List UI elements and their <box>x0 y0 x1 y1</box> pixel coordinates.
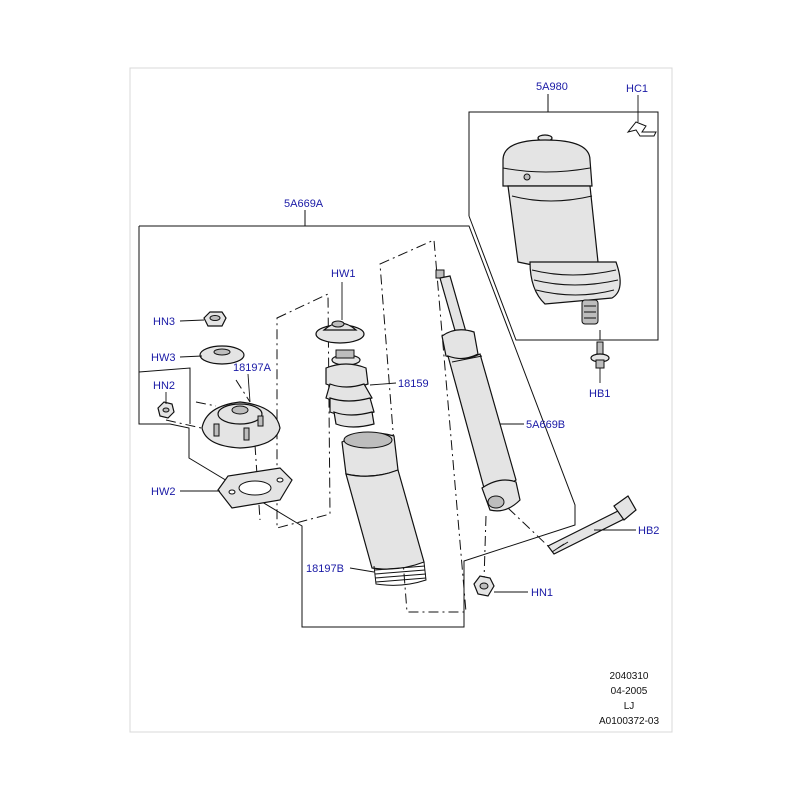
meta-date: 04-2005 <box>611 686 648 697</box>
label-hb1: HB1 <box>589 388 610 400</box>
bracket-5A980 <box>468 111 659 341</box>
label-18197a: 18197A <box>233 362 272 374</box>
meta-initials: LJ <box>624 701 635 712</box>
label-5a980: 5A980 <box>536 81 568 93</box>
hw2-gasket[interactable] <box>217 467 293 509</box>
bump-stop[interactable] <box>325 349 375 428</box>
dash-mount-left <box>165 419 211 431</box>
hn2-nut[interactable] <box>157 401 175 419</box>
shock-absorber[interactable] <box>435 269 521 512</box>
label-5a669a: 5A669A <box>284 198 324 210</box>
hw3-washer[interactable] <box>199 345 245 365</box>
bracket-5A669A <box>138 225 576 628</box>
label-hc1: HC1 <box>626 83 648 95</box>
label-hw3: HW3 <box>151 352 175 364</box>
label-hw1: HW1 <box>331 268 355 280</box>
dash-center-2 <box>254 444 261 521</box>
leader-18197b <box>349 567 375 573</box>
hn1-nut[interactable] <box>473 575 495 597</box>
label-hn1: HN1 <box>531 587 553 599</box>
bracket-hn3-stub <box>138 367 191 424</box>
hb1-bolt[interactable] <box>590 341 610 369</box>
leader-18197a <box>247 373 251 403</box>
label-hn3: HN3 <box>153 316 175 328</box>
dash-shock-nut <box>483 515 487 581</box>
dash-mount-right <box>195 401 217 407</box>
hw1-cap[interactable] <box>315 320 365 344</box>
dash-center-1 <box>235 379 251 403</box>
diagram-frame <box>129 67 673 733</box>
label-18159: 18159 <box>398 378 429 390</box>
leader-hw3 <box>179 355 203 358</box>
hb2-bolt[interactable] <box>547 495 637 555</box>
dust-boot[interactable] <box>341 431 427 586</box>
label-hb2: HB2 <box>638 525 659 537</box>
air-spring[interactable] <box>502 134 621 325</box>
dash-box-bumper <box>276 293 331 529</box>
label-hn2: HN2 <box>153 380 175 392</box>
label-18197b: 18197B <box>306 563 344 575</box>
meta-ref: A0100372-03 <box>599 716 659 727</box>
top-mount[interactable] <box>201 401 281 449</box>
leader-18159 <box>369 382 397 386</box>
hn3-nut[interactable] <box>203 311 227 327</box>
dash-shock-bolt <box>507 507 549 547</box>
label-5a669b: 5A669B <box>526 419 565 431</box>
meta-code: 2040310 <box>610 671 649 682</box>
label-hw2: HW2 <box>151 486 175 498</box>
leader-hn3 <box>179 319 205 322</box>
hc1-clip-icon <box>626 121 657 137</box>
